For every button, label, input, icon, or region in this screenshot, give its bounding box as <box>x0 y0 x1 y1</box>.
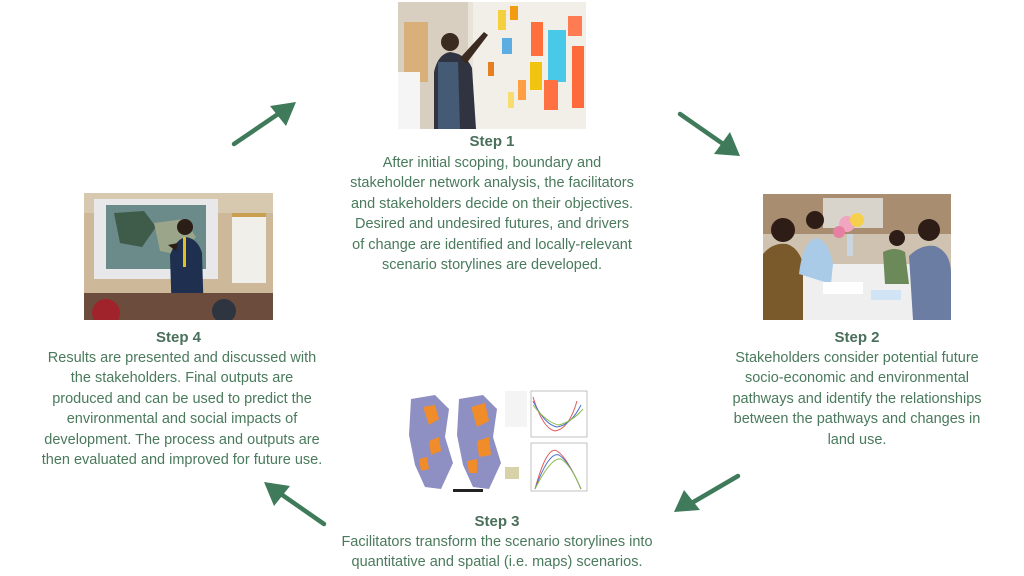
step1-line: and stakeholders decide on their objecti… <box>350 195 634 212</box>
step2-line: land use. <box>827 431 887 448</box>
step4-line: then evaluated and improved for future u… <box>41 452 323 469</box>
arrow-step2-to-step3-icon <box>670 470 744 516</box>
arrow-step3-to-step4-icon <box>260 478 330 530</box>
step1-line: stakeholder network analysis, the facili… <box>350 175 634 192</box>
step3-description: Facilitators transform the scenario stor… <box>282 532 712 573</box>
step4-description: Results are presented and discussed with… <box>6 348 358 470</box>
step4-line: the stakeholders. Final outputs are <box>70 370 294 387</box>
step2-description: Stakeholders consider potential future s… <box>690 348 1024 450</box>
step4-line: development. The process and outputs are <box>44 431 320 448</box>
arrow-step1-to-step2-icon <box>674 108 744 160</box>
step4-line: environmental and social impacts of <box>66 411 298 428</box>
arrow-step4-to-step1-icon <box>228 98 302 150</box>
step1-line: After initial scoping, boundary and <box>382 155 602 171</box>
step4-photo <box>84 193 273 320</box>
step1-line: of change are identified and locally-rel… <box>352 236 632 253</box>
step1-line: scenario storylines are developed. <box>381 257 603 274</box>
step2-title: Step 2 <box>834 329 880 346</box>
step1-photo <box>398 2 586 129</box>
step1-title: Step 1 <box>469 133 515 150</box>
step2-line: between the pathways and changes in <box>733 411 981 428</box>
step3-title: Step 3 <box>474 513 520 530</box>
step4-line: produced and can be used to predict the <box>52 390 312 407</box>
step4-title: Step 4 <box>155 329 201 346</box>
step3-figure <box>405 385 591 500</box>
step2-line: Stakeholders consider potential future <box>735 350 979 366</box>
step2-photo <box>763 194 951 320</box>
step1-line: Desired and undesired futures, and drive… <box>354 216 630 233</box>
step2-line: socio-economic and environmental <box>744 370 970 387</box>
step1-description: After initial scoping, boundary and stak… <box>297 153 687 275</box>
step4-line: Results are presented and discussed with <box>47 350 317 366</box>
step3-line: Facilitators transform the scenario stor… <box>341 534 653 550</box>
step3-line: quantitative and spatial (i.e. maps) sce… <box>351 554 643 571</box>
step2-line: pathways and identify the relationships <box>732 390 982 407</box>
